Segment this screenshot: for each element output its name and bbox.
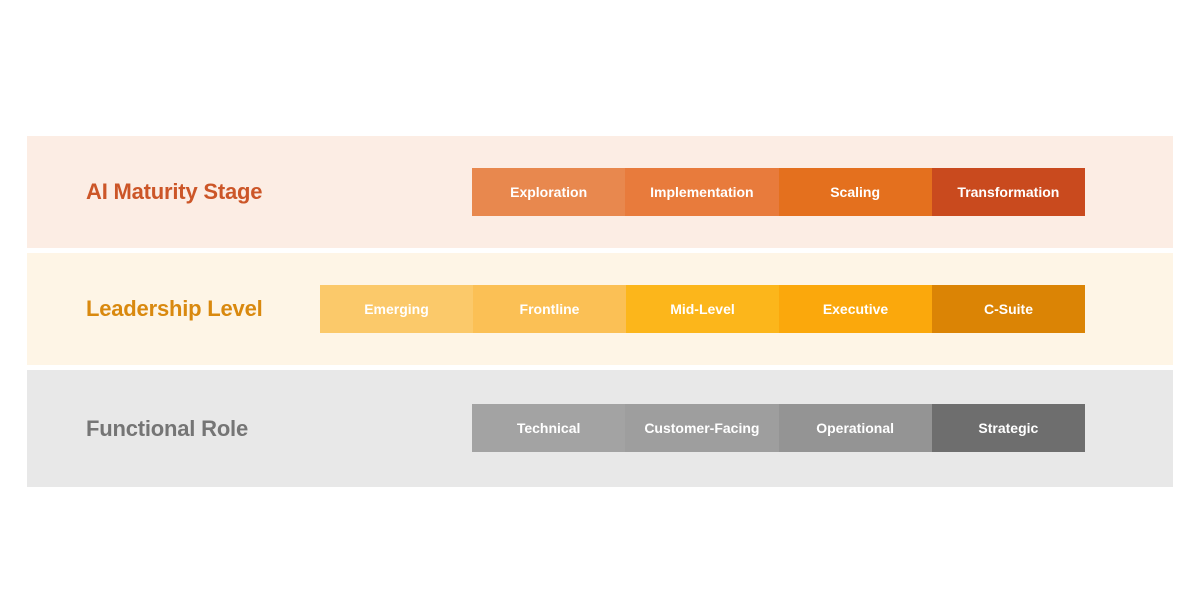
segment-bar-ai-maturity-stage: Exploration Implementation Scaling Trans… xyxy=(472,168,1085,216)
matrix-row-functional-role: Functional Role Technical Customer-Facin… xyxy=(27,370,1173,487)
maturity-matrix: AI Maturity Stage Exploration Implementa… xyxy=(27,136,1173,487)
segment-label: Exploration xyxy=(510,184,588,200)
row-label-leadership-level: Leadership Level xyxy=(86,296,263,321)
segment-exploration[interactable]: Exploration xyxy=(472,168,626,216)
segment-executive[interactable]: Executive xyxy=(779,285,932,333)
matrix-row-ai-maturity-stage: AI Maturity Stage Exploration Implementa… xyxy=(27,136,1173,248)
segment-label: C-Suite xyxy=(984,301,1033,317)
segment-label: Strategic xyxy=(978,420,1039,436)
segment-label: Transformation xyxy=(957,184,1060,200)
segment-label: Operational xyxy=(816,420,895,436)
matrix-row-leadership-level: Leadership Level Emerging Frontline Mid-… xyxy=(27,253,1173,365)
segment-frontline[interactable]: Frontline xyxy=(473,285,626,333)
segment-label: Mid-Level xyxy=(670,301,735,317)
segment-strategic[interactable]: Strategic xyxy=(931,404,1085,452)
segment-scaling[interactable]: Scaling xyxy=(778,168,932,216)
segment-bar-functional-role: Technical Customer-Facing Operational St… xyxy=(472,404,1085,452)
segment-label: Implementation xyxy=(650,184,754,200)
segment-label: Emerging xyxy=(364,301,429,317)
segment-customer-facing[interactable]: Customer-Facing xyxy=(625,404,779,452)
segment-implementation[interactable]: Implementation xyxy=(625,168,779,216)
segment-label: Executive xyxy=(822,301,889,317)
segment-transformation[interactable]: Transformation xyxy=(931,168,1085,216)
segment-label: Technical xyxy=(516,420,581,436)
segment-operational[interactable]: Operational xyxy=(778,404,932,452)
row-label-functional-role: Functional Role xyxy=(86,415,249,441)
segment-emerging[interactable]: Emerging xyxy=(320,285,473,333)
segment-mid-level[interactable]: Mid-Level xyxy=(626,285,779,333)
segment-bar-leadership-level: Emerging Frontline Mid-Level Executive C… xyxy=(320,285,1085,333)
segment-label: Scaling xyxy=(830,184,881,200)
segment-label: Frontline xyxy=(519,301,580,317)
segment-c-suite[interactable]: C-Suite xyxy=(932,285,1085,333)
row-label-ai-maturity-stage: AI Maturity Stage xyxy=(86,179,263,204)
segment-label: Customer-Facing xyxy=(644,420,760,436)
segment-technical[interactable]: Technical xyxy=(472,404,626,452)
